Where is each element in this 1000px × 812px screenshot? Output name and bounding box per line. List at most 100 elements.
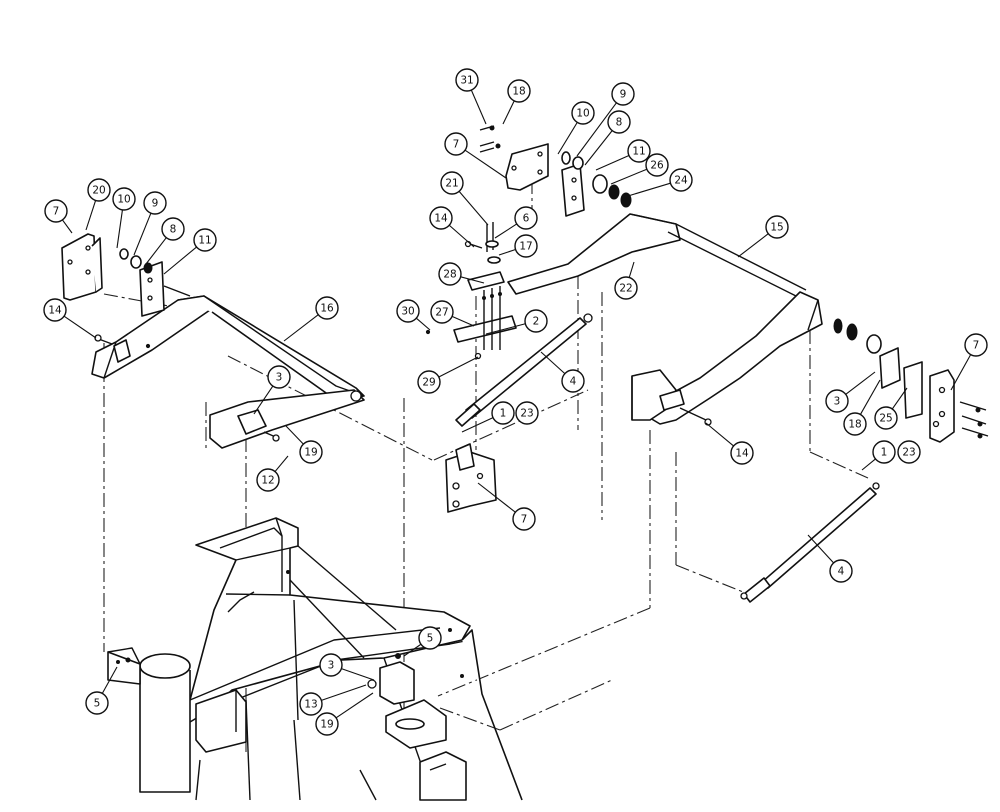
left-end-plate [61,233,191,317]
callout-leader-line [576,102,617,157]
callout-leader-line [705,422,734,447]
callout-3: 3 [319,653,375,681]
callout-number: 18 [512,86,525,98]
callout-number: 16 [320,303,334,315]
callout-number: 6 [523,213,530,225]
callout-number: 13 [304,699,317,711]
callout-number: 21 [445,178,458,190]
callout-leader-line [477,482,516,513]
callout-leader-line [62,219,73,234]
callout-bubble [315,712,339,736]
callout-6: 6 [494,206,538,239]
callout-number: 27 [435,307,448,319]
callout-number: 26 [650,160,664,172]
callout-number: 11 [198,235,211,247]
callout-bubble [44,199,68,223]
callout-3: 3 [825,371,876,413]
callout-25: 25 [874,387,908,430]
callout-number: 3 [328,660,335,672]
callout-number: 7 [521,514,528,526]
callout-7: 7 [444,132,507,179]
callout-9: 9 [576,82,635,157]
callout-number: 3 [276,372,283,384]
callout-number: 7 [973,340,980,352]
callout-number: 25 [879,413,892,425]
callout-5: 5 [85,666,118,715]
right-end-plate [833,318,989,443]
callout-leader-line [116,209,123,249]
callout-bubble [874,406,898,430]
callout-15: 15 [737,215,789,258]
callout-leader-line [498,248,516,256]
callout-number: 5 [427,633,434,645]
callout-8: 8 [145,217,185,265]
callout-18: 18 [502,79,531,125]
callout-number: 7 [53,206,60,218]
callout-bubble [611,82,635,106]
callout-14: 14 [43,298,97,339]
callout-19: 19 [285,425,323,464]
callout-13: 13 [299,684,367,716]
callout-bubble [440,171,464,195]
callout-10: 10 [112,187,136,249]
callout-leader-line [145,237,167,265]
callout-leader-line [610,168,648,185]
callout-bubble [396,299,420,323]
callout-bubble [825,389,849,413]
callout-11: 11 [163,228,217,275]
callout-bubble [315,296,339,320]
callout-bubble [897,440,921,464]
callout-leader-line [627,182,671,197]
cylinder-rod-right [740,482,880,603]
callout-leader-line [845,371,876,395]
callout-bubble [571,101,595,125]
callout-leader-line [283,314,319,342]
callout-27: 27 [430,300,475,327]
callout-9: 9 [133,191,167,256]
callout-1: 1 [461,401,515,433]
callout-bubble [87,178,111,202]
callout-number: 8 [170,224,177,236]
callout-bubble [627,139,651,163]
callout-bubble [843,412,867,436]
callout-number: 1 [881,447,888,459]
callout-bubble [319,653,343,677]
callout-number: 19 [320,719,333,731]
callout-16: 16 [283,296,339,342]
callout-leader-line [950,354,972,391]
callout-31: 31 [455,68,487,125]
callout-leader-line [502,100,515,125]
callout-4: 4 [807,534,853,583]
callout-bubble [507,79,531,103]
callout-2: 2 [485,309,548,335]
callout-bubble [491,401,515,425]
callout-leader-line [438,356,479,378]
callout-leader-line [861,458,876,471]
callout-26: 26 [610,153,669,185]
callout-bubble [512,507,536,531]
callout-leader-line [628,261,635,278]
callout-leader-line [448,224,475,248]
lower-brackets [195,689,467,801]
callout-number: 8 [616,117,623,129]
callout-leader-line [321,684,367,701]
callout-1: 1 [861,440,896,471]
callout-bubble [730,441,754,465]
callout-leader-line [133,212,152,256]
callout-bubble [524,309,548,333]
callout-24: 24 [627,168,693,197]
callout-leader-line [891,387,908,410]
callout-bubble [256,468,280,492]
callout-number: 14 [434,213,448,225]
callout-number: 12 [261,475,274,487]
callout-number: 4 [838,566,845,578]
callout-23: 23 [515,401,539,425]
callout-12: 12 [256,455,289,492]
callout-number: 7 [453,139,460,151]
callout-leader-line [485,323,526,335]
callout-leader-line [341,668,375,681]
callout-leader-line [737,233,769,258]
callout-leader-line [595,154,630,171]
callout-bubble [417,370,441,394]
callout-bubble [455,68,479,92]
